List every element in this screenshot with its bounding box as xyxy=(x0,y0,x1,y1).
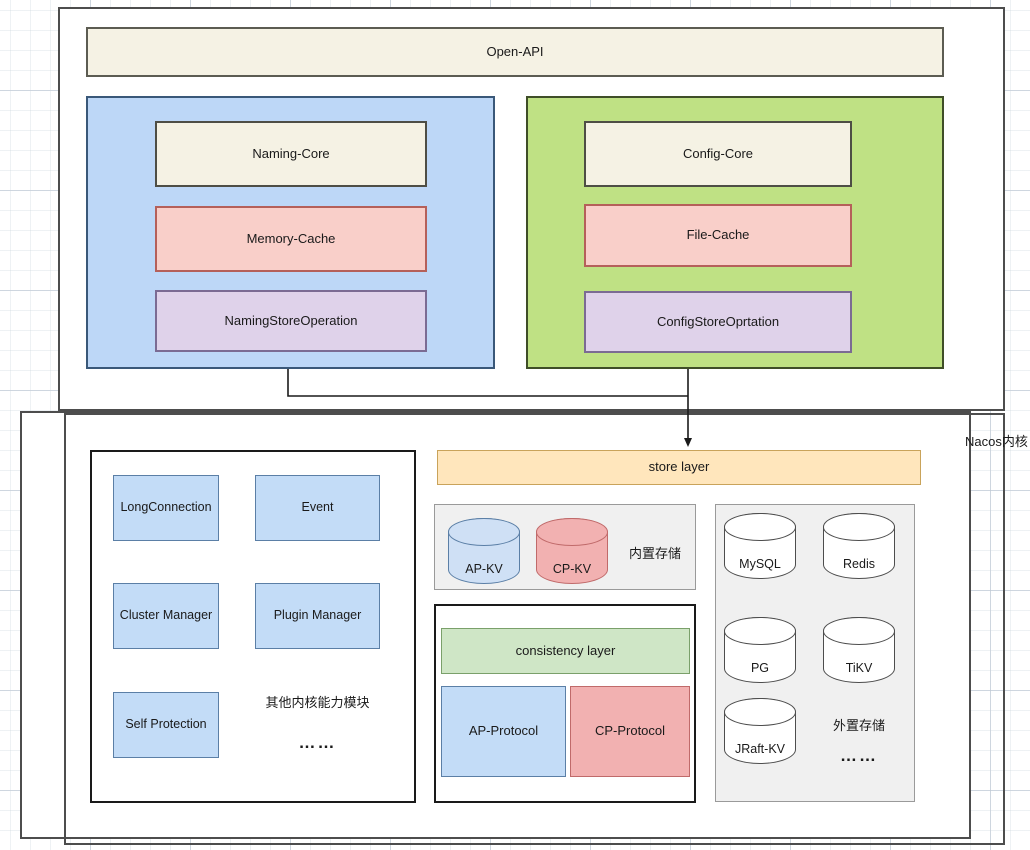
cylinder-lid xyxy=(823,617,895,645)
other-kernel-modules-label: 其他内核能力模块 xyxy=(265,694,370,710)
module-self-protection[interactable]: Self Protection xyxy=(113,692,219,758)
builtin-storage-label: 内置存储 xyxy=(628,545,681,561)
tikv-cylinder[interactable]: TiKV xyxy=(823,617,895,683)
config-store-operation-box[interactable]: ConfigStoreOprtation xyxy=(584,291,852,353)
pg-cylinder[interactable]: PG xyxy=(724,617,796,683)
naming-store-operation-box[interactable]: NamingStoreOperation xyxy=(155,290,427,352)
mysql-label: MySQL xyxy=(739,557,781,571)
jraft-kv-cylinder[interactable]: JRaft-KV xyxy=(724,698,796,764)
mysql-cylinder[interactable]: MySQL xyxy=(724,513,796,579)
cylinder-lid xyxy=(823,513,895,541)
config-core-box[interactable]: Config-Core xyxy=(584,121,852,187)
module-cluster-manager[interactable]: Cluster Manager xyxy=(113,583,219,649)
nacos-kernel-frame xyxy=(64,413,1005,845)
cylinder-lid xyxy=(724,513,796,541)
module-event[interactable]: Event xyxy=(255,475,380,541)
ap-kv-cylinder[interactable]: AP-KV xyxy=(448,518,520,584)
cp-kv-cylinder[interactable]: CP-KV xyxy=(536,518,608,584)
pg-label: PG xyxy=(750,661,770,675)
store-layer-box[interactable]: store layer xyxy=(437,450,921,485)
ap-kv-label: AP-KV xyxy=(465,562,503,576)
other-kernel-modules-ellipsis: …… xyxy=(298,733,337,753)
nacos-kernel-label: Nacos内核 xyxy=(965,433,1028,449)
cylinder-lid xyxy=(724,617,796,645)
module-plugin-manager[interactable]: Plugin Manager xyxy=(255,583,380,649)
cp-protocol-box[interactable]: CP-Protocol xyxy=(570,686,690,777)
open-api-box[interactable]: Open-API xyxy=(86,27,944,77)
jraft-kv-label: JRaft-KV xyxy=(734,742,785,756)
redis-cylinder[interactable]: Redis xyxy=(823,513,895,579)
naming-core-box[interactable]: Naming-Core xyxy=(155,121,427,187)
external-storage-ellipsis: …… xyxy=(840,746,878,766)
consistency-layer-box[interactable]: consistency layer xyxy=(441,628,690,674)
module-long-connection[interactable]: LongConnection xyxy=(113,475,219,541)
memory-cache-box[interactable]: Memory-Cache xyxy=(155,206,427,272)
cylinder-lid xyxy=(724,698,796,726)
file-cache-box[interactable]: File-Cache xyxy=(584,204,852,267)
redis-label: Redis xyxy=(843,557,875,571)
tikv-label: TiKV xyxy=(845,661,873,675)
cylinder-lid xyxy=(448,518,520,546)
cp-kv-label: CP-KV xyxy=(552,562,592,576)
cylinder-lid xyxy=(536,518,608,546)
ap-protocol-box[interactable]: AP-Protocol xyxy=(441,686,566,777)
external-storage-label: 外置存储 xyxy=(832,717,885,733)
